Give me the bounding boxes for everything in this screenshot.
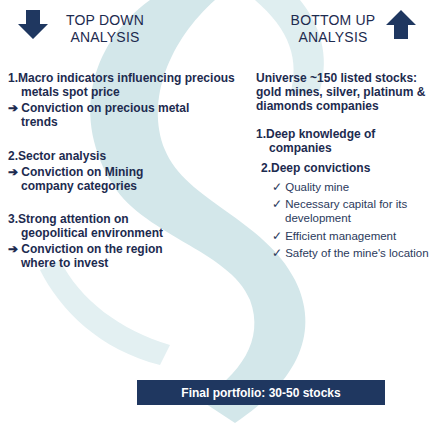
up-arrow-icon xyxy=(386,10,416,39)
section-heading: BOTTOM UP ANALYSIS xyxy=(285,12,381,46)
portfolio-bar: Final portfolio: 30-50 stocks xyxy=(137,380,385,405)
swirl-shape xyxy=(40,260,170,365)
check-item: ✓ Quality mine xyxy=(272,180,435,194)
step-text: 1.Macro indicators influencing precious … xyxy=(8,71,249,99)
step-text: 2.Deep convictions xyxy=(261,161,421,175)
step-text: 3.Strong attention on geopolitical envir… xyxy=(8,212,186,240)
conviction-text: ➔ Conviction on precious metal trends xyxy=(8,101,191,129)
check-item: ✓ Efficient management xyxy=(272,229,440,243)
swirl-shape xyxy=(90,0,305,423)
conviction-text: ➔ Conviction on the region where to inve… xyxy=(8,242,191,270)
step-text: 1.Deep knowledge of companies xyxy=(256,127,429,155)
section-heading: TOP DOWN ANALYSIS xyxy=(55,12,155,46)
check-item: ✓ Safety of the mine's location xyxy=(272,246,440,260)
conviction-text: ➔ Conviction on Mining company categorie… xyxy=(8,165,196,193)
down-arrow-icon xyxy=(18,10,48,39)
check-item: ✓ Necessary capital for its development xyxy=(272,197,433,225)
universe-text: Universe ~150 listed stocks: gold mines,… xyxy=(256,71,436,113)
portfolio-text: Final portfolio: 30-50 stocks xyxy=(181,386,340,400)
step-text: 2.Sector analysis xyxy=(8,149,191,163)
